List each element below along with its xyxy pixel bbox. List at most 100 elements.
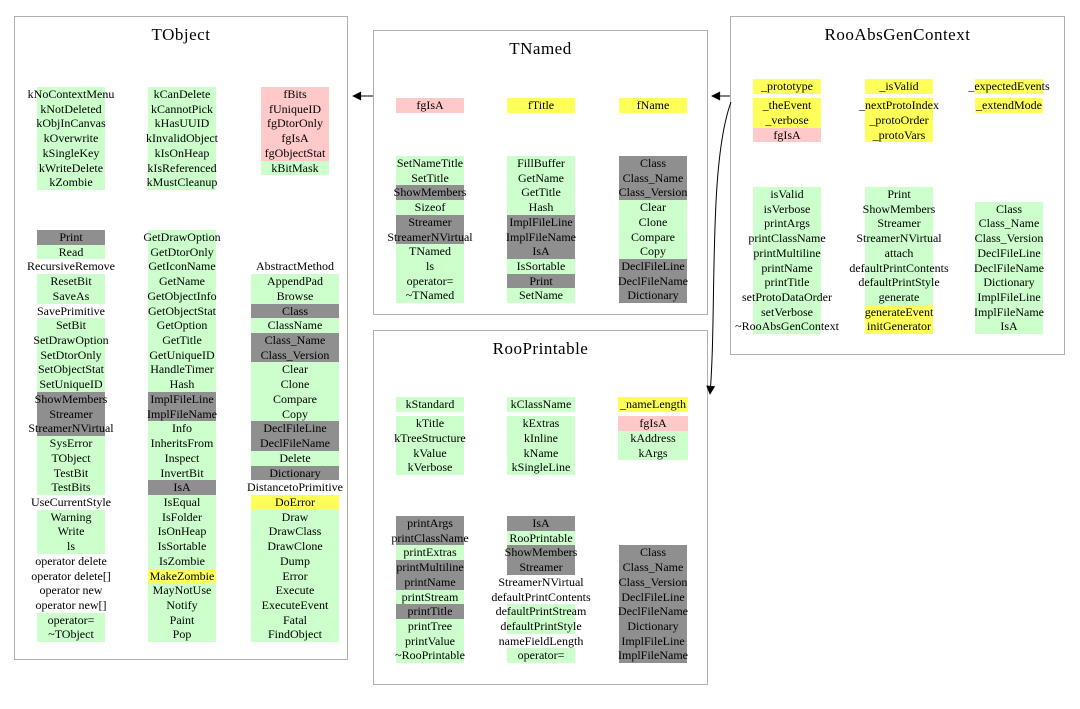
member-cell: GetObjectInfo [147, 288, 217, 304]
member-cell: Print [789, 187, 1009, 202]
member-cell: SetBit [0, 318, 181, 334]
member-cell: TNamed [320, 244, 540, 260]
member-cell: kName [431, 445, 651, 461]
member-cell: SetName [431, 288, 651, 304]
member-cell: SetDrawOption [33, 333, 109, 348]
member-cell: fName [543, 98, 763, 113]
member-cell: fBits [185, 87, 405, 102]
member-cell: DeclFileLine [185, 421, 405, 437]
member-cell: _isValid [789, 79, 1009, 94]
member-cell: DistancetoPrimitive [247, 480, 343, 495]
member-cell: Clear [543, 200, 763, 215]
member-cell: Class_Name [543, 170, 763, 186]
member-cell: defaultPrintContents [849, 260, 949, 276]
member-cell: generate [789, 290, 1009, 305]
member-cell: UseCurrentStyle [31, 494, 111, 509]
member-cell: Warning [0, 509, 181, 525]
member-cell: IsSortable [431, 259, 651, 274]
member-cell: GetDtorOnly [72, 244, 292, 260]
member-cell: IsEqual [72, 494, 292, 510]
member-cell: ImplFileName [147, 406, 217, 422]
member-cell: kZombie [0, 175, 181, 191]
member-cell: ImplFileLine [72, 391, 292, 407]
member-cell: DeclFileName [618, 273, 688, 289]
member-cell: kSingleLine [431, 460, 651, 476]
member-cell: Read [0, 244, 181, 260]
member-cell: GetName [431, 170, 651, 186]
member-cell: Error [185, 568, 405, 584]
member-cell: TObject [0, 450, 181, 466]
member-cell: _extendMode [975, 98, 1043, 113]
member-cell: printStream [320, 589, 540, 605]
member-cell: Class [185, 303, 405, 319]
member-cell: IsSortable [72, 539, 292, 554]
member-cell: fgIsA [677, 127, 897, 143]
member-cell: printName [677, 260, 897, 276]
member-cell: initGenerator [789, 319, 1009, 335]
member-cell: ~RooAbsGenContext [735, 319, 839, 335]
member-cell: fTitle [431, 98, 651, 113]
member-cell: _protoVars [789, 127, 1009, 143]
member-cell: fgIsA [320, 98, 540, 113]
member-cell: DeclFileLine [543, 589, 763, 605]
member-cell: SetTitle [320, 170, 540, 186]
member-cell: printExtras [320, 545, 540, 561]
member-cell: ImplFileLine [543, 633, 763, 649]
member-cell: _nameLength [543, 397, 763, 412]
member-cell: kIsOnHeap [72, 145, 292, 161]
member-cell: kAddress [543, 430, 763, 446]
class-title: TNamed [509, 39, 572, 58]
member-cell: DrawClass [185, 524, 405, 540]
member-cell: ShowMembers [862, 201, 936, 217]
class-title: RooAbsGenContext [824, 25, 971, 44]
member-cell: fUniqueID [185, 101, 405, 117]
member-cell: printValue [320, 633, 540, 649]
member-cell: kNoContextMenu [27, 87, 115, 102]
member-column: _isValid_nextProtoIndex_protoOrder_proto… [789, 79, 1009, 143]
member-cell: ~TNamed [320, 288, 540, 304]
member-cell: DoError [185, 494, 405, 510]
member-cell: Copy [185, 406, 405, 422]
member-cell: FillBuffer [431, 156, 651, 171]
member-cell: printClassName [391, 530, 469, 546]
member-cell: GetIconName [148, 259, 216, 275]
member-cell: StreamerNVirtual [856, 231, 942, 246]
member-cell: IsA [431, 244, 651, 260]
member-cell: kInline [431, 430, 651, 446]
member-cell: Class_Version [185, 347, 405, 363]
member-cell: kNotDeleted [0, 101, 181, 117]
member-cell: Streamer [431, 560, 651, 575]
member-cell: Hash [431, 200, 651, 215]
member-cell: MakeZombie [148, 568, 216, 584]
member-cell: kObjInCanvas [36, 116, 106, 132]
member-cell: defaultPrintStream [495, 604, 587, 620]
member-cell: defaultPrintStyle [500, 619, 582, 634]
member-cell: Class_Name [543, 560, 763, 575]
member-cell: Class_Name [185, 333, 405, 348]
member-cell: SysError [0, 436, 181, 451]
member-cell: Draw [185, 509, 405, 525]
member-cell: Class_Version [974, 231, 1044, 246]
member-cell: kOverwrite [0, 131, 181, 146]
member-cell: Notify [72, 597, 292, 613]
member-cell: SetUniqueID [0, 377, 181, 392]
member-cell: printTitle [677, 275, 897, 291]
member-cell: kVerbose [320, 460, 540, 476]
member-cell: StreamerNVirtual [498, 574, 584, 589]
member-cell: GetUniqueID [148, 347, 216, 363]
member-cell: Class_Version [618, 574, 688, 590]
member-cell: kTitle [320, 416, 540, 431]
member-cell: operator= [0, 612, 181, 628]
member-cell: IsA [899, 319, 1080, 335]
member-cell: GetTitle [72, 333, 292, 348]
member-cell: kValue [320, 445, 540, 461]
member-cell: kSingleKey [0, 145, 181, 161]
